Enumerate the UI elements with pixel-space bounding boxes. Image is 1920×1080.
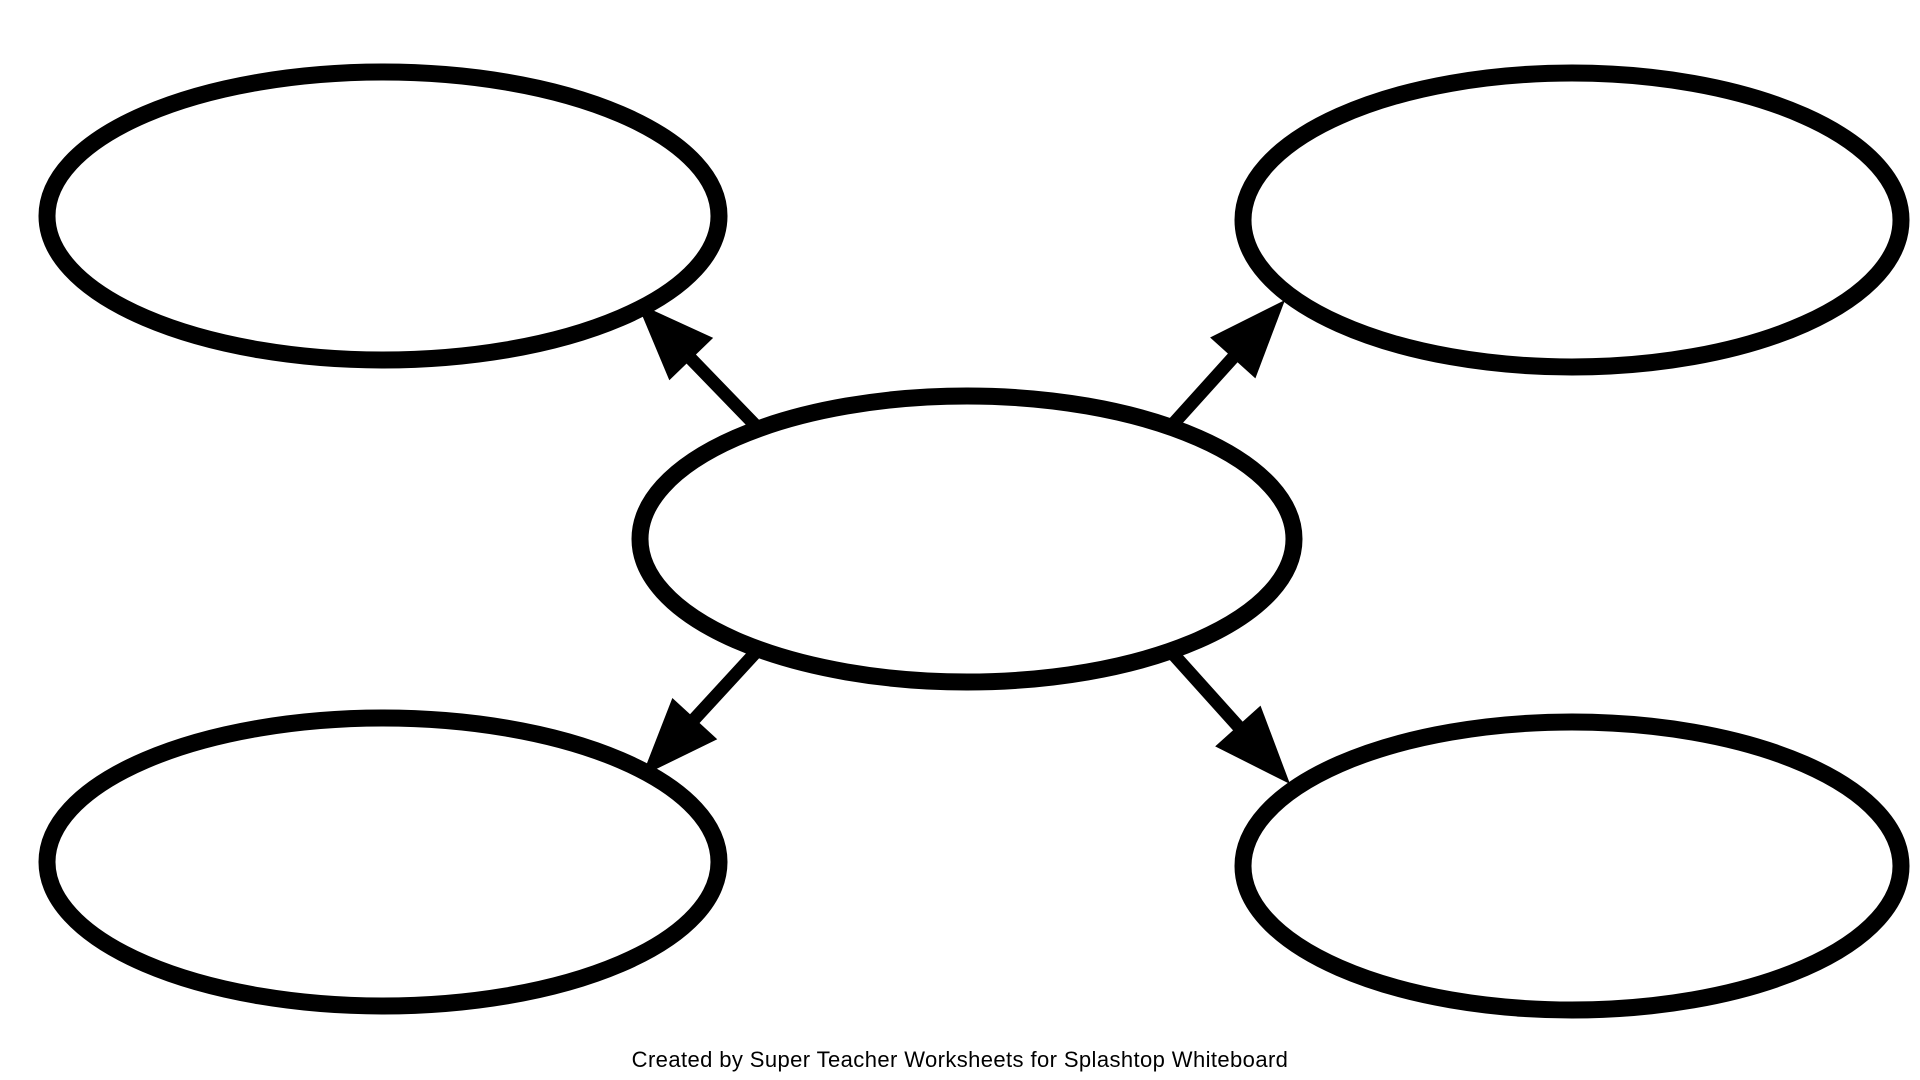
arrowhead-icon: [1215, 705, 1290, 784]
arrowhead-icon: [642, 697, 718, 776]
node-ellipse-top-left: [38, 63, 728, 369]
arrow-shaft: [1169, 650, 1249, 737]
arrow-shaft: [681, 348, 762, 432]
arrowhead-icon: [1210, 300, 1285, 379]
node-ellipse-bottom-right: [1234, 713, 1910, 1019]
arrow-center-to-top-right: [1169, 300, 1285, 428]
arrow-center-to-bottom-left: [642, 646, 762, 776]
arrowhead-icon: [637, 303, 714, 381]
node-ellipse-top-right: [1234, 64, 1910, 376]
node-ellipse-center: [631, 387, 1303, 691]
arrow-shaft: [1169, 347, 1243, 428]
arrow-shaft: [684, 646, 762, 729]
arrow-center-to-bottom-right: [1169, 650, 1290, 784]
footer-credit-text: Created by Super Teacher Worksheets for …: [631, 1047, 1289, 1072]
arrow-center-to-top-left: [637, 303, 762, 432]
node-ellipse-bottom-left: [38, 709, 728, 1015]
